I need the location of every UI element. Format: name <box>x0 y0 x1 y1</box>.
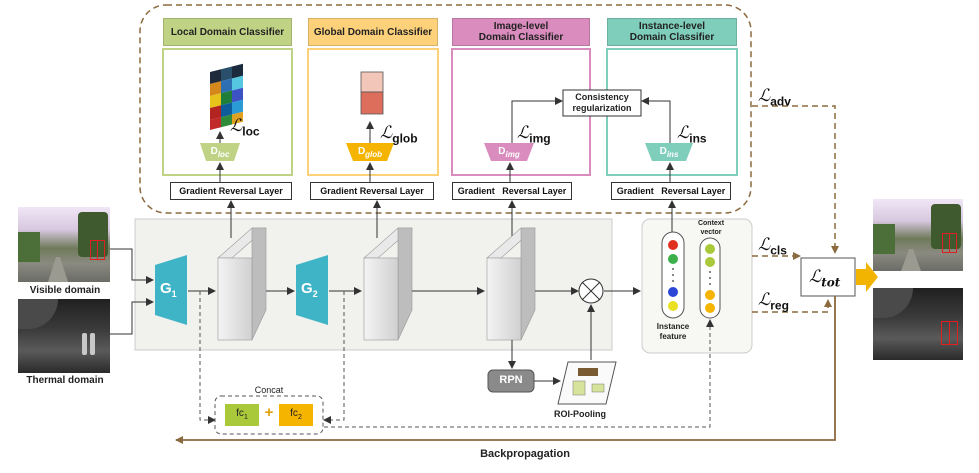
d-ins-shape <box>645 143 693 161</box>
feature-map-2 <box>363 227 413 341</box>
instance-feature-label: Instance feature <box>656 322 690 341</box>
loss-tot: ℒtot <box>809 267 841 290</box>
instance-title-line1: Instance-level <box>638 21 706 32</box>
fc2-label: fc2 <box>290 408 302 421</box>
visible-domain-label: Visible domain <box>29 285 101 296</box>
fc1-box <box>225 404 259 426</box>
total-loss-box <box>800 257 856 297</box>
loss-adv: ℒadv <box>758 86 791 109</box>
global-score-top <box>360 71 384 93</box>
d-img-shape <box>484 143 534 161</box>
instance-classifier-title: Instance-level Domain Classifier <box>607 18 737 46</box>
grl-instance: Gradient Reversal Layer <box>611 182 731 200</box>
consistency-line2: regularization <box>572 103 632 113</box>
consistency-label: Consistency regularization <box>563 92 641 114</box>
context-vector-label: Context vector <box>697 220 725 236</box>
d-glob-label: Dglob <box>357 146 383 159</box>
loss-reg: ℒreg <box>758 290 789 313</box>
local-classifier-title: Local Domain Classifier <box>163 18 292 46</box>
image-title-line1: Image-level <box>493 21 549 32</box>
rpn-label: RPN <box>499 374 523 386</box>
d-loc-shape <box>200 143 240 161</box>
thermal-image <box>18 299 110 373</box>
consistency-line1: Consistency <box>575 92 629 102</box>
visible-image <box>18 207 110 282</box>
adversarial-group-border <box>139 4 752 214</box>
d-loc-label: Dloc <box>210 146 230 159</box>
instance-title-line2: Domain Classifier <box>629 32 715 43</box>
loss-glob: ℒglob <box>380 123 418 146</box>
loss-ins: ℒins <box>677 123 707 146</box>
output-visible-image <box>873 199 963 271</box>
g2-label: G2 <box>301 280 318 299</box>
grl-local: Gradient Reversal Layer <box>170 182 292 200</box>
local-heatmap <box>210 63 243 130</box>
grl-global: Gradient Reversal Layer <box>310 182 434 200</box>
concat-label: Concat <box>254 385 284 395</box>
grl-image: Gradient Reversal Layer <box>452 182 572 200</box>
fc1-label: fc1 <box>236 408 248 421</box>
concat-plus: + <box>264 404 274 421</box>
image-title-line2: Domain Classifier <box>478 32 564 43</box>
d-glob-shape <box>346 143 394 161</box>
loss-loc: ℒloc <box>230 116 260 139</box>
global-classifier-title: Global Domain Classifier <box>308 18 438 46</box>
g1-shape <box>155 255 187 325</box>
thermal-domain-label: Thermal domain <box>26 375 104 386</box>
d-ins-label: Dins <box>659 146 679 159</box>
image-classifier-title: Image-level Domain Classifier <box>452 18 590 46</box>
loss-img: ℒimg <box>517 123 551 146</box>
roi-box <box>557 361 617 405</box>
global-score-bottom <box>360 91 384 115</box>
feature-map-1 <box>217 227 267 341</box>
d-img-label: Dimg <box>498 146 520 159</box>
output-thermal-image <box>873 288 963 360</box>
fc2-box <box>279 404 313 426</box>
output-arrow <box>856 262 878 292</box>
roi-pooling-label: ROI-Pooling <box>554 409 606 419</box>
g2-shape <box>296 255 328 325</box>
loss-cls: ℒcls <box>758 235 787 258</box>
feature-map-3 <box>486 227 536 341</box>
g1-label: G1 <box>160 280 177 299</box>
consistency-box <box>562 89 642 117</box>
backpropagation-label: Backpropagation <box>480 448 570 460</box>
